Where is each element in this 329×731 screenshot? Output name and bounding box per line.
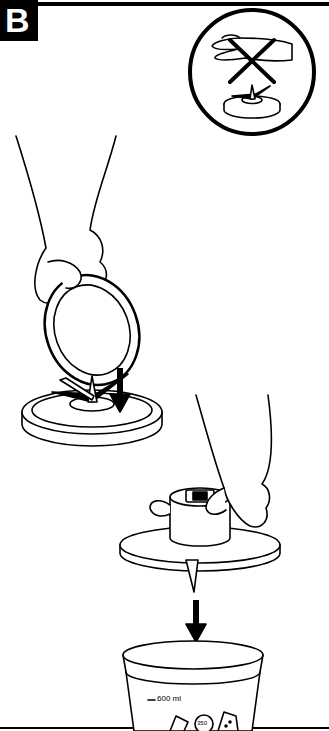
volume-mark: 600 ml	[157, 695, 181, 703]
step-badge	[0, 0, 38, 41]
hand-with-gasket	[16, 136, 154, 398]
header-rule	[38, 2, 329, 6]
blender-cup	[123, 641, 263, 731]
blade-assembly	[22, 368, 162, 446]
blade-lid-assembly	[120, 395, 280, 642]
step-letter: B	[5, 3, 30, 37]
food-marking: 350	[197, 720, 207, 726]
warning-circle	[190, 10, 314, 134]
